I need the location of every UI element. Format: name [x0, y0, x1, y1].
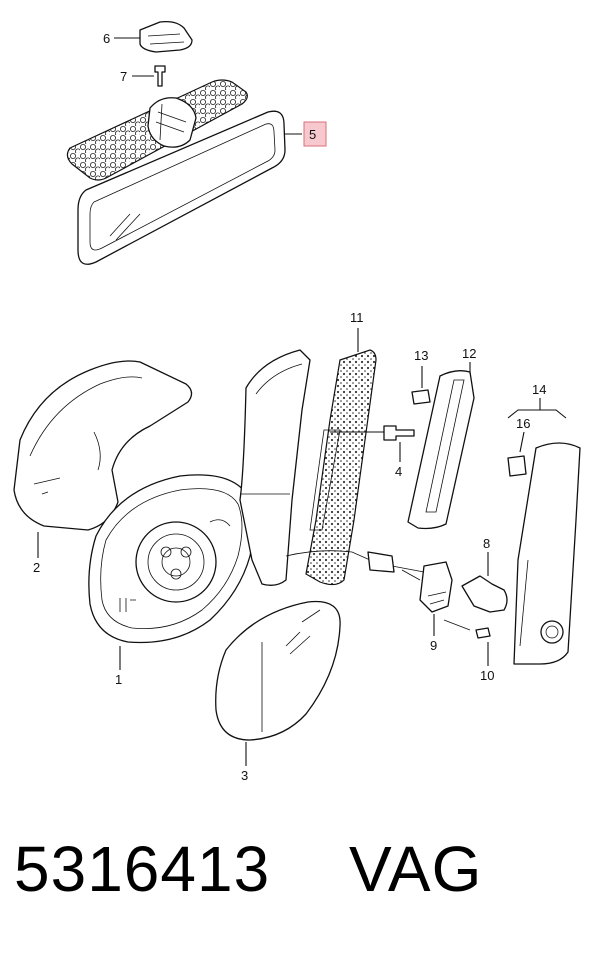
callout-14: 14 [532, 382, 546, 397]
callout-10: 10 [480, 668, 494, 683]
trim-clip [411, 389, 431, 405]
callout-8: 8 [483, 536, 490, 551]
leader-lines [37, 37, 567, 766]
brand-name: VAG [348, 833, 483, 905]
mirror-stem [147, 97, 197, 148]
connector-screw [475, 627, 491, 639]
callout-11: 11 [350, 310, 364, 325]
mirror-gasket [305, 349, 377, 586]
callout-9: 9 [430, 638, 437, 653]
mirror-screw [154, 65, 166, 87]
callout-16: 16 [516, 416, 530, 431]
callout-5: 5 [309, 127, 316, 142]
callout-5-highlight [303, 121, 327, 147]
exploded-parts-diagram: 5 6 7 2 1 3 11 4 13 12 14 16 8 9 10 [13, 20, 581, 783]
callout-2: 2 [33, 560, 40, 575]
callout-3: 3 [241, 768, 248, 783]
interior-mirror-housing [77, 110, 286, 265]
mirror-cover-cap [13, 360, 193, 531]
part-number-footer: 5316413 VAG [14, 832, 594, 942]
heater-switch [461, 575, 508, 613]
callout-12: 12 [462, 346, 476, 361]
part-number: 5316413 [14, 833, 271, 905]
mirror-housing [88, 474, 255, 644]
callout-13: 13 [414, 348, 428, 363]
connector-housing [419, 561, 453, 613]
interior-mirror-group [66, 20, 286, 265]
callout-1: 1 [115, 672, 122, 687]
mirror-clip [139, 20, 193, 53]
mirror-base [239, 349, 311, 586]
wiring-harness [285, 550, 425, 573]
callout-6: 6 [103, 31, 110, 46]
mirror-glass [215, 600, 341, 741]
panel-clip [507, 455, 527, 477]
callout-4: 4 [395, 464, 402, 479]
inner-trim-panel [513, 442, 581, 665]
mirror-base-screw [383, 425, 415, 441]
callout-7: 7 [120, 69, 127, 84]
